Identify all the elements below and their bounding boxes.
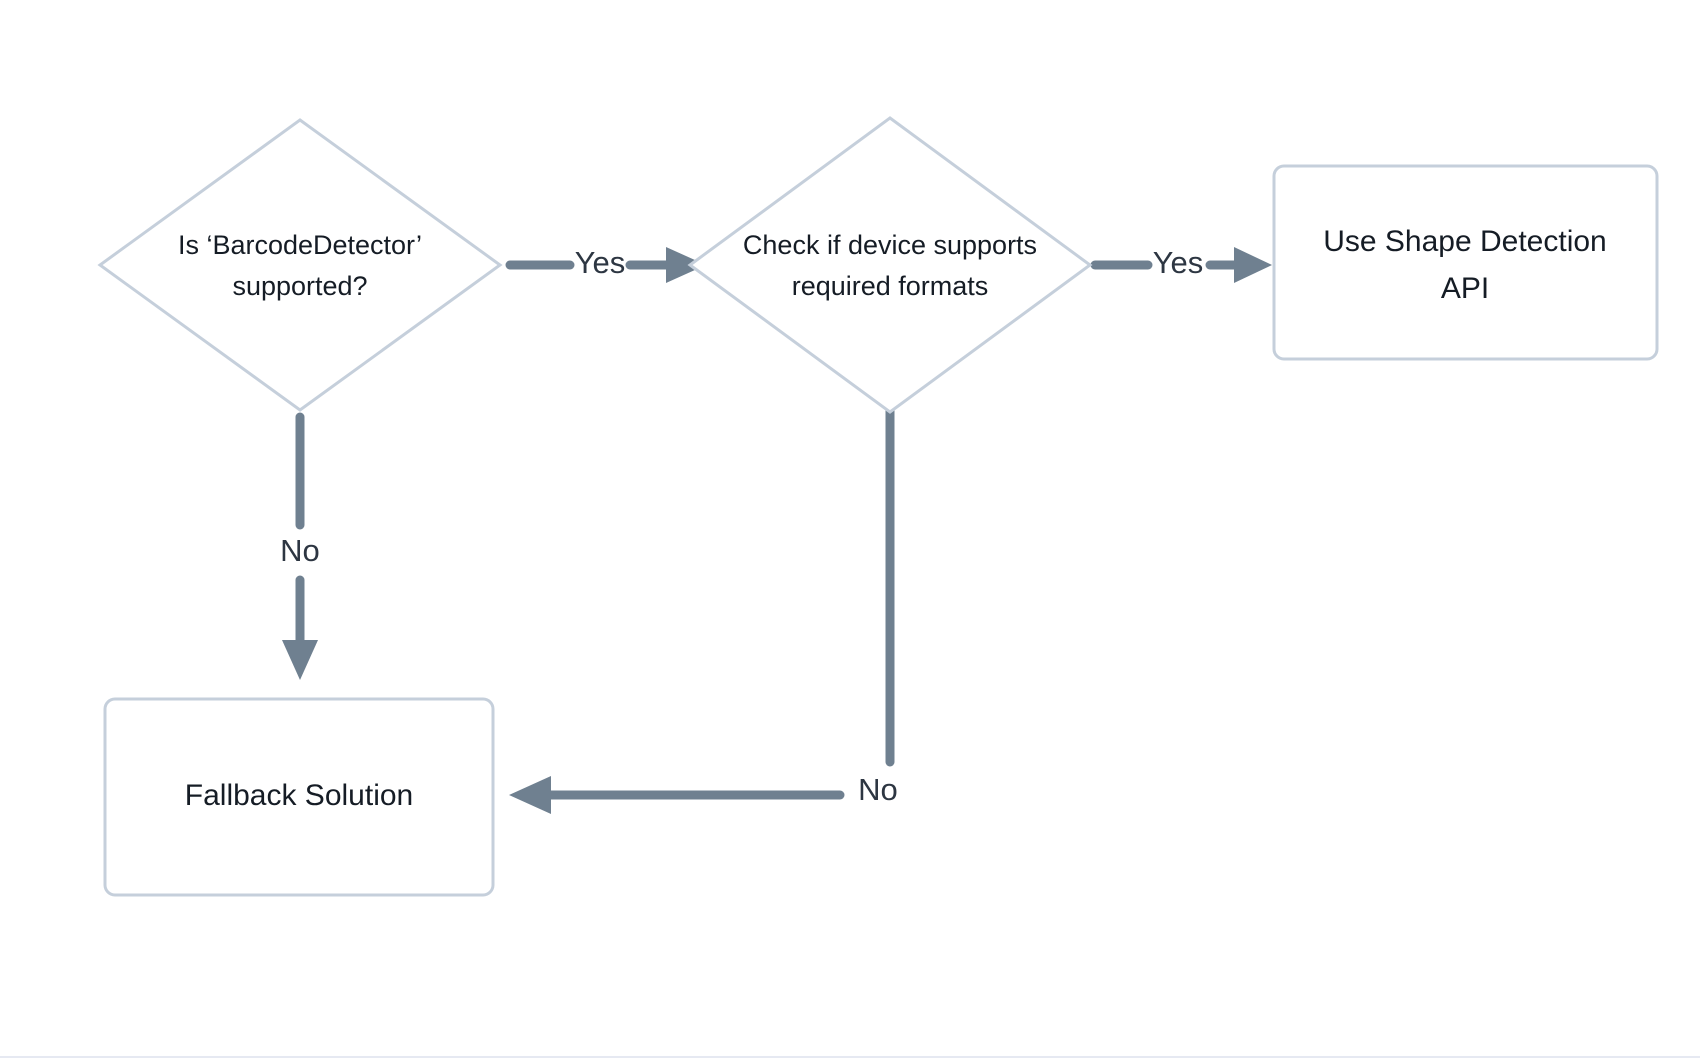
node-decision-formats[interactable]: Check if device supports required format… [687, 116, 1093, 414]
node-process-fallback[interactable]: Fallback Solution [103, 697, 495, 897]
edge-barcodedetector-yes: Yes [505, 245, 706, 283]
node-decision-formats-line1: Check if device supports [743, 230, 1037, 260]
node-process-shape-detection[interactable]: Use Shape Detection API [1272, 164, 1659, 361]
edge-formats-no: No [509, 405, 898, 814]
node-decision-barcodedetector-line2: supported? [232, 271, 367, 301]
edge-formats-no-label: No [858, 772, 898, 807]
edge-formats-yes: Yes [1090, 245, 1272, 283]
edge-barcodedetector-yes-arrowhead [666, 247, 706, 283]
node-decision-barcodedetector-shape[interactable] [97, 118, 503, 412]
footer-divider [0, 1056, 1700, 1058]
node-process-shape-detection-shape[interactable] [1272, 164, 1659, 361]
node-process-shape-detection-line1: Use Shape Detection [1323, 225, 1607, 258]
node-process-fallback-shape[interactable] [103, 697, 495, 897]
node-process-shape-detection-line2: API [1441, 272, 1489, 305]
edge-barcodedetector-yes-label: Yes [575, 245, 626, 280]
edge-barcodedetector-no: No [280, 412, 320, 680]
node-decision-barcodedetector-line1: Is ‘BarcodeDetector’ [178, 230, 422, 260]
edge-formats-no-arrowhead [509, 776, 551, 814]
edge-formats-yes-label: Yes [1153, 245, 1204, 280]
node-decision-formats-shape[interactable] [687, 116, 1093, 414]
edge-barcodedetector-no-label: No [280, 533, 320, 568]
node-decision-barcodedetector[interactable]: Is ‘BarcodeDetector’ supported? [97, 118, 503, 412]
node-process-fallback-line1: Fallback Solution [185, 779, 413, 812]
edge-barcodedetector-no-arrowhead [282, 640, 318, 680]
node-decision-formats-line2: required formats [792, 271, 989, 301]
edge-formats-yes-arrowhead [1234, 247, 1272, 283]
